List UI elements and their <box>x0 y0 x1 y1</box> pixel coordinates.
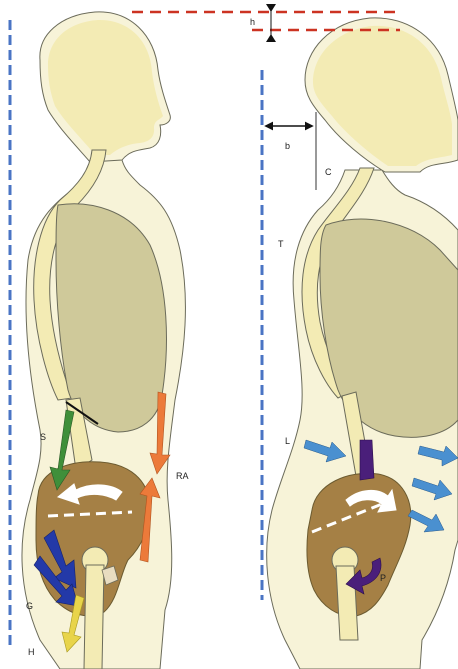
label-h-bottom: H <box>28 648 35 657</box>
purple-arrow-top <box>360 440 374 480</box>
label-p: P <box>380 574 386 583</box>
label-b: b <box>285 142 290 151</box>
left-femur <box>84 565 104 669</box>
label-h: h <box>250 18 255 27</box>
label-ra: RA <box>176 472 189 481</box>
label-g: G <box>26 602 33 611</box>
left-figure <box>22 12 185 669</box>
label-l: L <box>285 437 290 446</box>
right-figure <box>267 18 458 669</box>
label-c: C <box>325 168 332 177</box>
label-s: S <box>40 433 46 442</box>
h-arrow-bottom <box>266 34 276 42</box>
label-t: T <box>278 240 284 249</box>
